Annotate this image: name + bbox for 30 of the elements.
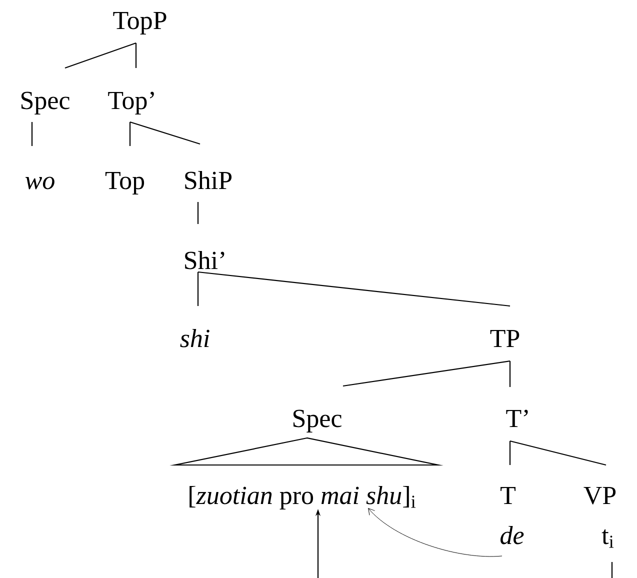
tree-label: Spec [293,410,342,433]
branch-line [197,202,199,224]
branch-line [130,121,200,145]
tree-label: T [500,486,516,504]
tree-label: TopP [113,12,166,35]
tree-label: T’ [506,410,528,427]
tree-label: t$_{i}$ [602,529,614,548]
line [611,562,613,578]
tree-label: Shi’ [185,250,224,270]
tree-label: VP [584,486,616,504]
branch-line [31,122,33,146]
branch-line [135,43,137,68]
branch-line [129,122,131,146]
branch-line [342,360,510,387]
tree-label: Spec [21,92,70,115]
tree-label: wo [25,176,54,190]
tree-label: [zuotian pro mai shu]$_{i}$ [190,486,416,510]
movement-arrow [368,508,502,557]
branch-line [510,440,606,466]
tree-label: ShiP [185,170,232,190]
branch-line [509,361,511,387]
branch-line [198,271,510,307]
tree-label: TP [490,330,520,347]
tree-label: shi [180,328,210,348]
branch-line [64,42,136,69]
tree-label: Top’ [108,92,154,115]
tree-label: Top [105,172,144,195]
branch-line [197,272,199,306]
tree-label: de [500,526,524,544]
branch-line [509,441,511,465]
